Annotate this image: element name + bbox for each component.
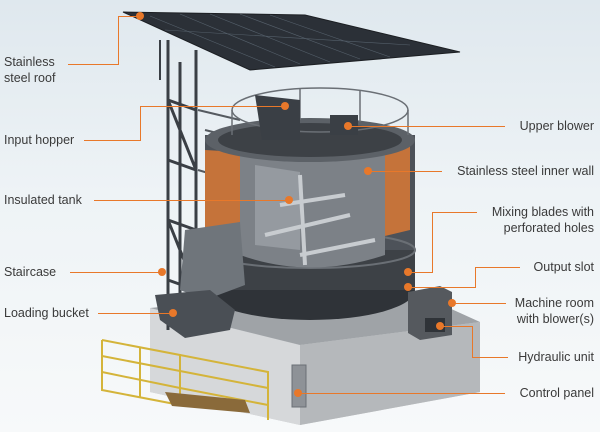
label-inner-wall: Stainless steel inner wall (457, 164, 594, 178)
leader-control (300, 393, 505, 394)
label-stainless-roof-line1: Stainless (4, 55, 55, 69)
leader-hopper-top (140, 106, 283, 107)
label-staircase: Staircase (4, 265, 57, 279)
label-loading-bucket: Loading bucket (4, 306, 89, 320)
input-hopper (255, 95, 300, 140)
leader-blades-h (432, 212, 477, 213)
hydraulic-unit (425, 318, 445, 332)
label-mixing-blades: Mixing blades with perforated holes (492, 204, 594, 236)
insulation-left (205, 150, 240, 242)
leader-bucket (98, 313, 172, 314)
label-mixing-blades-line1: Mixing blades with (491, 205, 594, 219)
safety-fence (101, 339, 269, 420)
label-machine-room-line1: Machine room (514, 296, 594, 310)
tank-top-opening (218, 123, 402, 157)
label-hydraulic-unit: Hydraulic unit (518, 350, 594, 364)
label-machine-room: Machine room with blower(s) (515, 295, 594, 327)
label-control-panel: Control panel (519, 386, 594, 400)
upper-blower (330, 115, 358, 135)
leader-blower (350, 126, 505, 127)
label-insulated-tank: Insulated tank (4, 193, 82, 207)
label-input-hopper: Input hopper (4, 133, 75, 147)
label-stainless-roof: Stainless steel roof (4, 54, 55, 86)
label-output-slot: Output slot (533, 260, 594, 274)
label-upper-blower: Upper blower (519, 119, 594, 133)
roof-grid (149, 13, 411, 68)
base-right-face (300, 322, 480, 425)
leader-roof-v (118, 16, 119, 65)
label-stainless-roof-line2: steel roof (4, 71, 56, 85)
inner-wall-panel (255, 165, 300, 250)
leader-output-v (475, 267, 476, 287)
leader-hopper-v (140, 106, 141, 141)
leader-roof-top (118, 16, 140, 17)
loading-bucket (155, 290, 235, 338)
control-panel (291, 364, 307, 408)
leader-blades-v (432, 212, 433, 272)
leader-output-b (408, 287, 476, 288)
leader-hopper (84, 140, 140, 141)
bucket-chute (180, 222, 245, 300)
insulation-right (385, 145, 410, 236)
leader-roof-h (68, 64, 118, 65)
leader-hydraulic-h (440, 326, 472, 327)
leader-hydraulic-b (472, 357, 508, 358)
mixing-blades (264, 174, 376, 266)
steel-roof (122, 11, 461, 71)
leader-staircase (70, 272, 162, 273)
leader-blades-b (410, 272, 433, 273)
label-machine-room-line2: with blower(s) (516, 312, 594, 326)
leader-inner-wall (370, 171, 442, 172)
leader-output-h (475, 267, 520, 268)
leader-tank (94, 200, 287, 201)
label-mixing-blades-line2: perforated holes (503, 221, 594, 235)
floor-grate (165, 392, 250, 413)
leader-machine (452, 303, 506, 304)
leader-hydraulic-v (472, 326, 473, 357)
